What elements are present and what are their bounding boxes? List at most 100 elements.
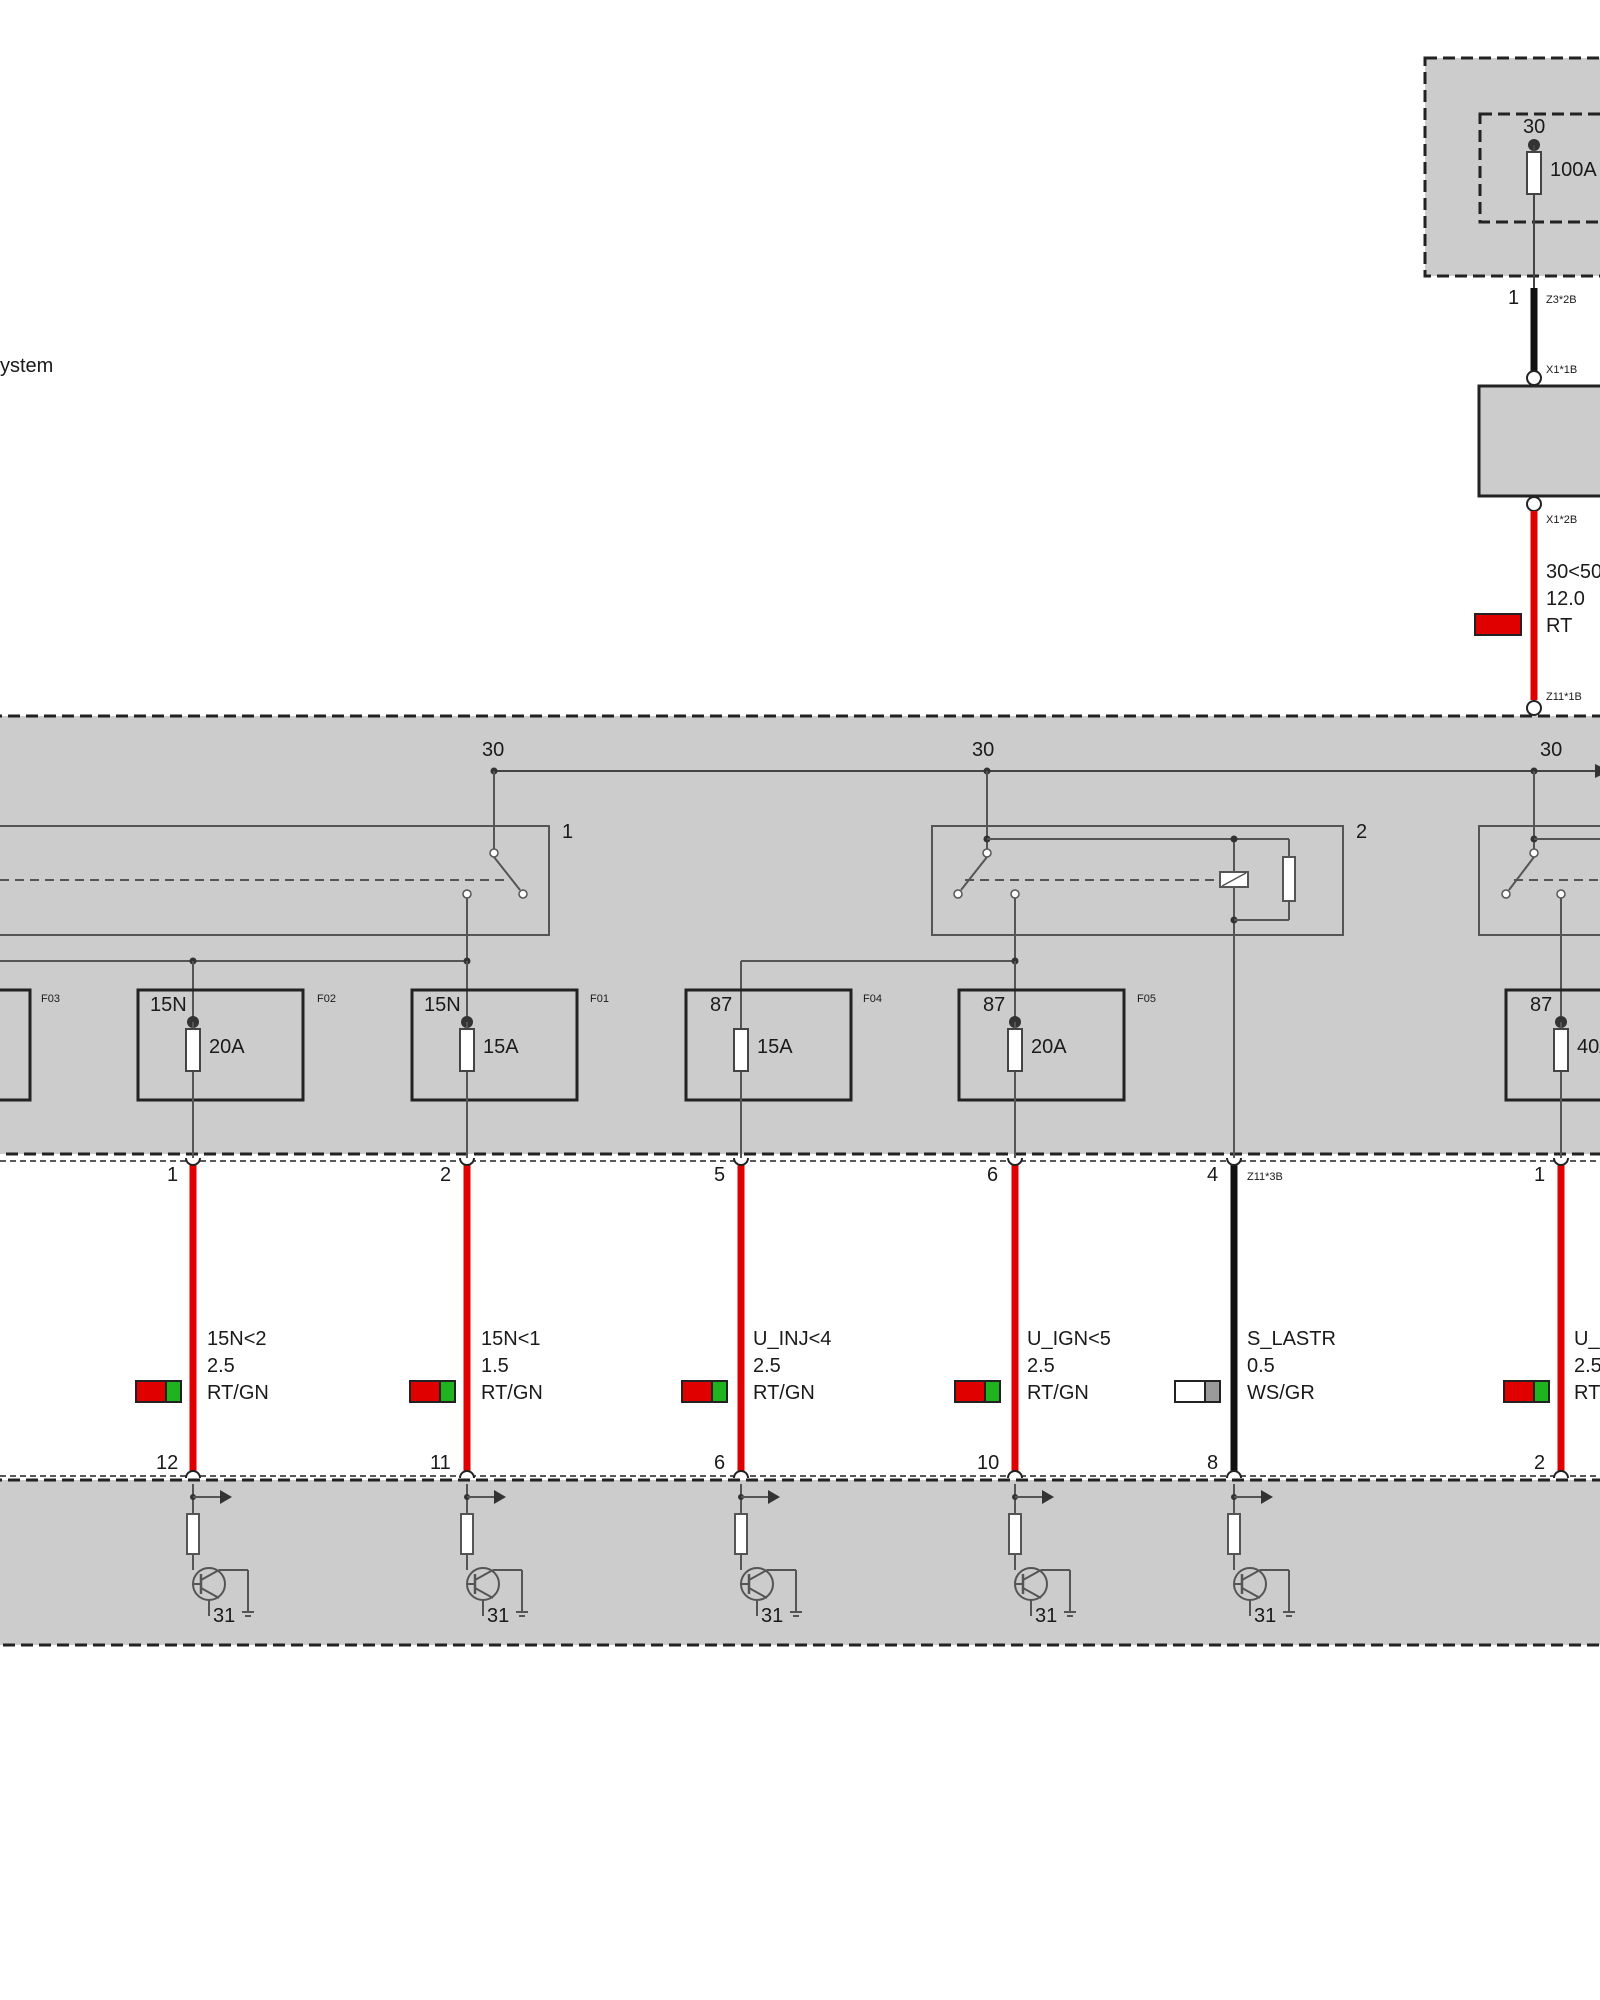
wire-6-swatch-primary (1503, 1380, 1535, 1403)
wire-1-signal: 15N<2 (207, 1328, 267, 1350)
bus-label-3: 30 (1540, 739, 1562, 761)
wire-3-color-code: RT/GN (753, 1382, 815, 1404)
fuse-f05-terminal: 87 (983, 994, 1005, 1016)
output-stage-4: 31 (1008, 1484, 1076, 1627)
output-stage-5: 31 (1227, 1484, 1295, 1627)
fuse-f06-rating: 40A (1577, 1036, 1600, 1058)
wire-4-bottom-pin: 10 (977, 1452, 999, 1474)
fuse-f05: 87 F05 20A (957, 988, 1156, 1158)
wire-3: 5 6 U_INJ<4 2.5 RT/GN (681, 1157, 831, 1479)
wire-4-swatch-primary (954, 1380, 986, 1403)
output-stage-2-ground: 31 (487, 1605, 509, 1627)
wire-1-color-code: RT/GN (207, 1382, 269, 1404)
bus-arrow (1595, 764, 1600, 778)
wire-1-swatch-secondary (165, 1380, 182, 1403)
wire-3-swatch-primary (681, 1380, 713, 1403)
output-stage-3: 31 (734, 1484, 802, 1627)
output-stage-1: 31 (186, 1484, 254, 1627)
output-stage-2: 31 (460, 1484, 528, 1627)
fuse-f04: 87 F04 15A (684, 988, 882, 1158)
wire-1: 1 12 15N<2 2.5 RT/GN (135, 1157, 269, 1479)
wire-6-swatch-secondary (1533, 1380, 1550, 1403)
fuse-f05-rating: 20A (1031, 1036, 1067, 1058)
relay-3 (1478, 771, 1600, 1016)
wire-2-swatch-primary (409, 1380, 441, 1403)
relay-2-number: 2 (1356, 821, 1367, 843)
wire-5: 4 Z11*3B 8 S_LASTR 0.5 WS/GR (1174, 1157, 1336, 1479)
wire-5-swatch-secondary (1204, 1380, 1221, 1403)
power-distribution-panel: 30 30 30 1 2 (0, 714, 1600, 1162)
wire-6-cross-section: 2.5 (1574, 1355, 1600, 1377)
wire-6-color-code: RT (1574, 1382, 1600, 1404)
wire-5-color-code: WS/GR (1247, 1382, 1315, 1404)
wire-2-bottom-pin: 11 (430, 1452, 451, 1474)
relay-2: 2 (931, 771, 1367, 1158)
main-wire-color-swatch (1474, 613, 1522, 636)
wire-1-swatch-primary (135, 1380, 167, 1403)
fuse-f02-id: F02 (317, 993, 336, 1005)
connector-z11-1b: Z11*1B (1546, 691, 1582, 703)
wire-6-top-pin: 1 (1534, 1164, 1545, 1186)
wire-2: 2 11 15N<1 1.5 RT/GN (409, 1157, 543, 1479)
wire-5-signal: S_LASTR (1247, 1328, 1336, 1350)
fuse-f05-id: F05 (1137, 993, 1156, 1005)
wire-5-cross-section: 0.5 (1247, 1355, 1275, 1377)
main-wire-color: RT (1546, 615, 1572, 637)
fuse-f01: 15N F01 15A (410, 988, 609, 1158)
fuse-f04-terminal: 87 (710, 994, 732, 1016)
wire-4-top-pin: 6 (987, 1164, 998, 1186)
control-unit-panel (0, 1478, 1600, 1647)
wire-1-top-pin: 1 (167, 1164, 178, 1186)
output-stage-1-ground: 31 (213, 1605, 235, 1627)
wire-2-cross-section: 1.5 (481, 1355, 509, 1377)
output-stage-3-ground: 31 (761, 1605, 783, 1627)
bus-label-1: 30 (482, 739, 504, 761)
wire-5-bottom-pin: 8 (1207, 1452, 1218, 1474)
wire-4-swatch-secondary (984, 1380, 1001, 1403)
wire-2-swatch-secondary (439, 1380, 456, 1403)
page-label: ystem (0, 355, 53, 377)
wire-2-signal: 15N<1 (481, 1328, 541, 1350)
main-wire-cross-section: 12.0 (1546, 588, 1585, 610)
fuse-f02-terminal: 15N (150, 994, 187, 1016)
main-fuse-pin: 1 (1508, 287, 1519, 309)
fuse-f02: 15N F02 20A (136, 988, 336, 1158)
wire-1-bottom-pin: 12 (156, 1452, 178, 1474)
relay-1-number: 1 (562, 821, 573, 843)
relay-1: 1 (0, 771, 573, 961)
fuse-f01-id: F01 (590, 993, 609, 1005)
fuse-f06: 87 40A (1504, 988, 1600, 1158)
wire-3-signal: U_INJ<4 (753, 1328, 831, 1350)
wire-4: 6 10 U_IGN<5 2.5 RT/GN (954, 1157, 1111, 1479)
main-fuse-rating: 100A (1550, 159, 1597, 181)
wire-6-signal: U_ (1574, 1328, 1600, 1350)
wire-4-color-code: RT/GN (1027, 1382, 1089, 1404)
wire-4-signal: U_IGN<5 (1027, 1328, 1111, 1350)
fuse-f04-rating: 15A (757, 1036, 793, 1058)
fuse-f01-rating: 15A (483, 1036, 519, 1058)
wire-2-top-pin: 2 (440, 1164, 451, 1186)
relay-2-resistor (1282, 856, 1296, 902)
wire-1-cross-section: 2.5 (207, 1355, 235, 1377)
fuse-f01-terminal: 15N (424, 994, 461, 1016)
main-wire-signal: 30<50 (1546, 561, 1600, 583)
connector-x1-2b: X1*2B (1546, 514, 1577, 526)
fuse-f06-terminal: 87 (1530, 994, 1552, 1016)
fuse-f03-id: F03 (41, 993, 60, 1005)
output-stage-5-ground: 31 (1254, 1605, 1276, 1627)
fuse-f02-rating: 20A (209, 1036, 245, 1058)
wire-5-swatch-primary (1174, 1380, 1206, 1403)
wire-6-bottom-pin: 2 (1534, 1452, 1545, 1474)
fuse-f03: F03 (0, 988, 60, 1102)
wire-2-color-code: RT/GN (481, 1382, 543, 1404)
output-stage-4-ground: 31 (1035, 1605, 1057, 1627)
main-fuse-connector: Z3*2B (1546, 294, 1577, 306)
wire-3-cross-section: 2.5 (753, 1355, 781, 1377)
wire-3-bottom-pin: 6 (714, 1452, 725, 1474)
bus-label-2: 30 (972, 739, 994, 761)
wire-3-top-pin: 5 (714, 1164, 725, 1186)
wire-5-top-pin: 4 (1207, 1164, 1218, 1186)
main-fuse-terminal: 30 (1523, 116, 1545, 138)
wire-4-cross-section: 2.5 (1027, 1355, 1055, 1377)
fuse-f04-id: F04 (863, 993, 882, 1005)
